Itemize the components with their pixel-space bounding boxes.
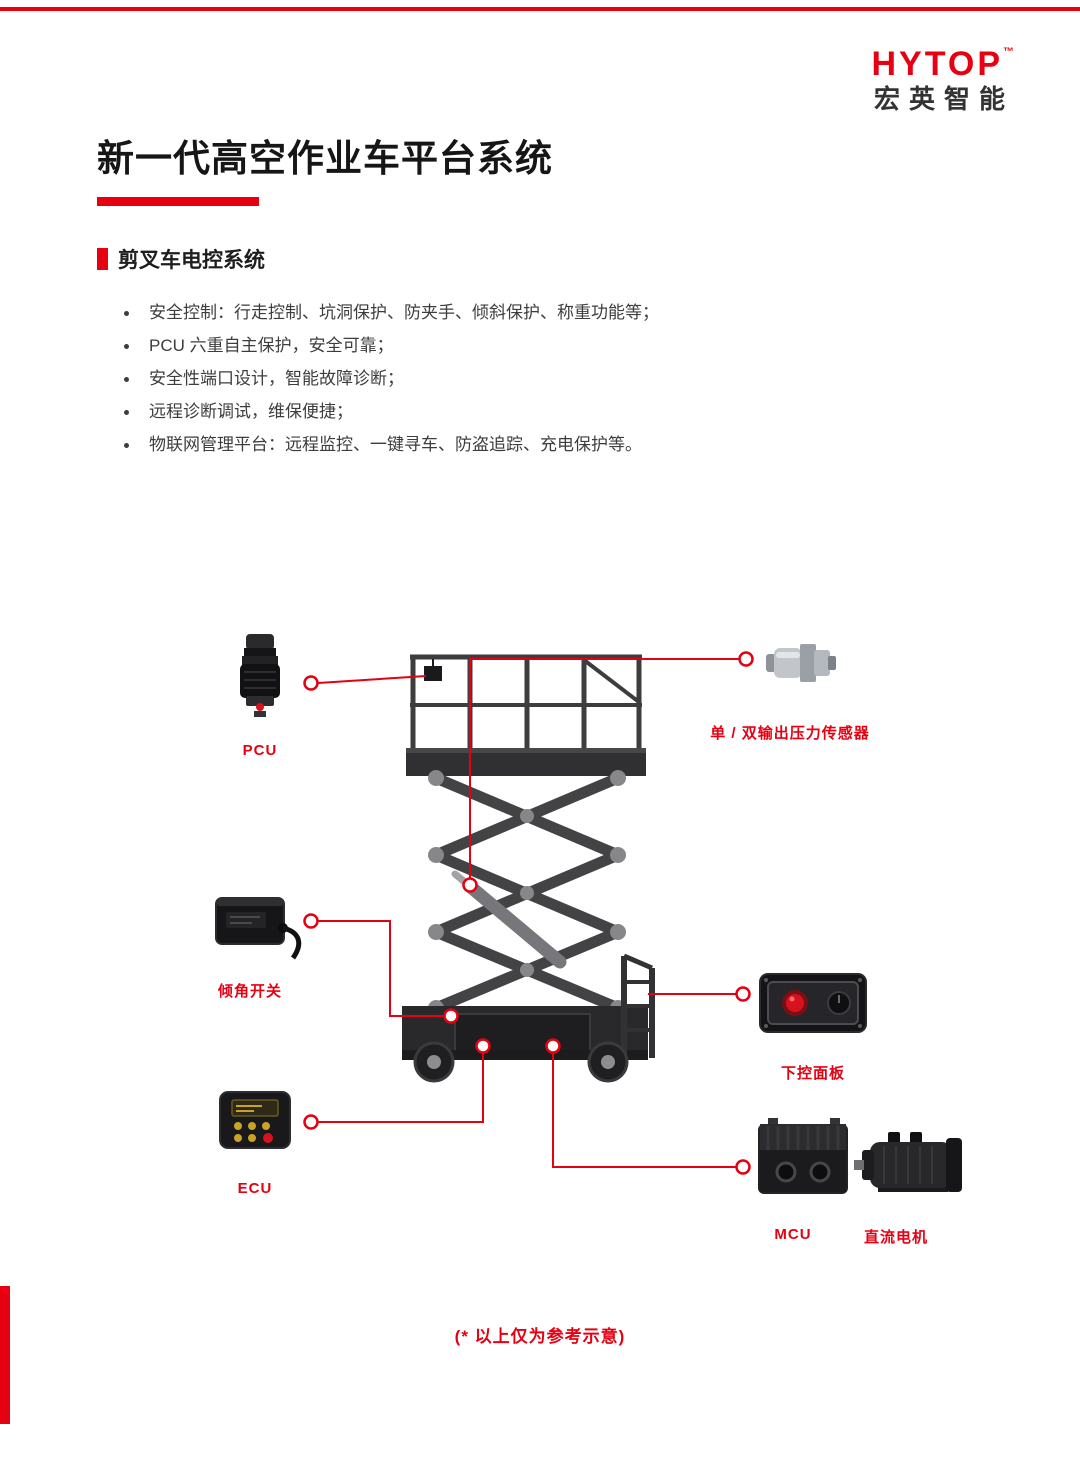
label-ecu: ECU (237, 1180, 273, 1197)
reference-note: (* 以上仅为参考示意) (454, 1327, 626, 1346)
lower-control-panel-image (759, 973, 867, 1033)
brand-subtitle: 宏英智能 (873, 84, 1014, 115)
feature-list: 安全控制：行走控制、坑洞保护、防夹手、倾斜保护、称重功能等； PCU 六重自主保… (118, 304, 878, 469)
brand-logo-row: HYTOP™ (871, 45, 1014, 83)
feature-item: 远程诊断调试，维保便捷； (118, 403, 878, 421)
feature-item: 安全性端口设计，智能故障诊断； (118, 370, 878, 388)
label-pcu: PCU (242, 742, 278, 759)
callout-endpoints (303, 651, 754, 1175)
callout-tilt-switch (317, 920, 445, 1017)
feature-text: PCU 六重自主保护，安全可靠； (149, 336, 394, 355)
bullet-dot (124, 311, 129, 316)
label-pressure-sensor: 单 / 双输出压力传感器 (710, 725, 870, 742)
bullet-dot (124, 443, 129, 448)
callout-pressure-sensor (469, 658, 740, 878)
title-underline (97, 197, 259, 206)
pressure-sensor-image (766, 644, 836, 682)
mcu-image (758, 1118, 848, 1194)
bullet-dot (124, 344, 129, 349)
tilt-switch-image (215, 897, 302, 960)
bullet-dot (124, 410, 129, 415)
feature-text: 安全控制：行走控制、坑洞保护、防夹手、倾斜保护、称重功能等； (149, 303, 659, 322)
pcu-image (240, 634, 280, 717)
label-tilt-switch: 倾角开关 (217, 983, 282, 1000)
feature-item: 安全控制：行走控制、坑洞保护、防夹手、倾斜保护、称重功能等； (118, 304, 878, 322)
bullet-dot (124, 377, 129, 382)
ecu-image (219, 1091, 291, 1149)
callout-ecu (317, 1053, 484, 1123)
scissor-lift-illustration (402, 654, 655, 1083)
page-title: 新一代高空作业车平台系统 (97, 138, 553, 179)
section-header: 剪叉车电控系统 (97, 244, 265, 274)
label-dc-motor: 直流电机 (863, 1229, 928, 1246)
label-mcu: MCU (774, 1226, 812, 1243)
feature-text: 安全性端口设计，智能故障诊断； (149, 369, 404, 388)
callout-lines (317, 658, 740, 1168)
brand-trademark: ™ (1003, 46, 1014, 58)
section-heading: 剪叉车电控系统 (118, 249, 265, 272)
system-diagram (215, 634, 962, 1194)
brand-logo-text: HYTOP (871, 45, 1003, 83)
label-lower-control-panel: 下控面板 (780, 1065, 845, 1082)
brand-logo: HYTOP™ 宏英智能 (871, 45, 1014, 115)
feature-text: 物联网管理平台：远程监控、一键寻车、防盗追踪、充电保护等。 (149, 435, 642, 454)
left-accent-bar (0, 1286, 10, 1424)
callout-mcu (552, 1053, 737, 1168)
feature-text: 远程诊断调试，维保便捷； (149, 402, 353, 421)
pcu-mount-box (424, 666, 442, 681)
dc-motor-image (854, 1132, 962, 1192)
top-accent-line (0, 7, 1080, 11)
callout-pcu (317, 675, 427, 684)
feature-item: 物联网管理平台：远程监控、一键寻车、防盗追踪、充电保护等。 (118, 436, 878, 454)
feature-item: PCU 六重自主保护，安全可靠； (118, 337, 878, 355)
section-marker (97, 248, 108, 270)
